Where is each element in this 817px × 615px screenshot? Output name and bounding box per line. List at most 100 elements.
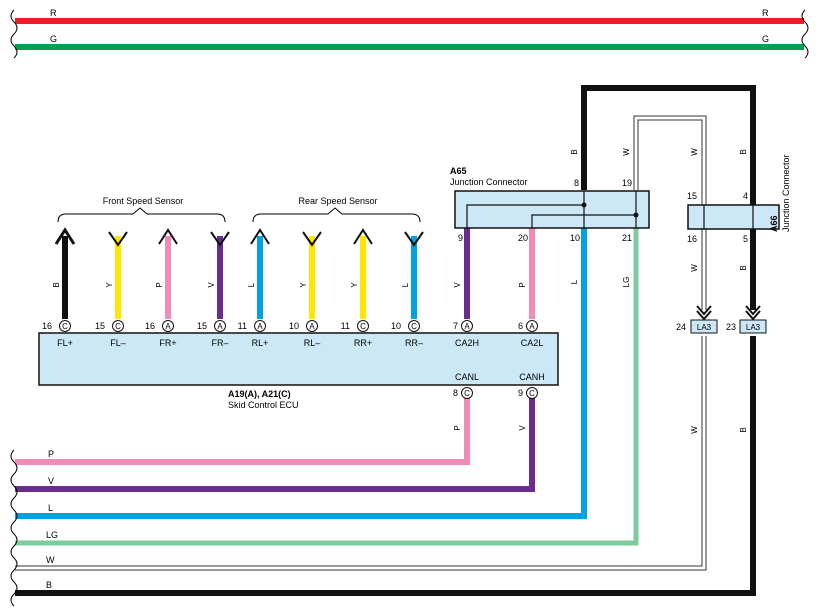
svg-text:RL–: RL– [304, 338, 321, 348]
bus-w-label: W [46, 555, 55, 565]
a65-junction-connector: A65 Junction Connector 8 19 9 20 10 21 [450, 166, 650, 243]
svg-text:RR+: RR+ [354, 338, 372, 348]
svg-text:W: W [690, 426, 699, 434]
svg-text:L: L [570, 279, 579, 284]
pin-rr-minus: 10 C RR– [391, 320, 423, 348]
sensor-wires [54, 227, 424, 319]
svg-text:RL+: RL+ [252, 338, 269, 348]
svg-text:8: 8 [453, 388, 458, 398]
top-wire-g: G G [15, 34, 804, 50]
rl-plus-arrow-icon [250, 228, 270, 245]
svg-text:C: C [62, 322, 68, 331]
svg-text:A: A [309, 322, 315, 331]
fr-minus-arrow-icon [210, 231, 230, 247]
top-wire-r: R R [15, 8, 804, 24]
svg-text:10: 10 [391, 321, 401, 331]
rear-speed-sensor-label: Rear Speed Sensor [298, 196, 377, 206]
ca2h-wire-label: V [453, 282, 462, 288]
svg-text:9: 9 [518, 388, 523, 398]
a66-junction-connector: 15 4 16 5 A66 Junction Connector [687, 154, 791, 244]
a65-name: Junction Connector [450, 177, 528, 187]
ca2l-wire-label: P [518, 282, 527, 287]
svg-text:A: A [257, 322, 263, 331]
svg-text:16: 16 [42, 321, 52, 331]
svg-text:CA2H: CA2H [455, 338, 479, 348]
pin-fr-minus: 15 A FR– [197, 320, 229, 348]
fr-minus-wire-label: V [207, 282, 216, 288]
svg-text:15: 15 [95, 321, 105, 331]
svg-text:C: C [360, 322, 366, 331]
svg-text:11: 11 [341, 321, 350, 331]
svg-text:B: B [739, 265, 748, 270]
svg-text:9: 9 [458, 233, 463, 243]
la3-w-connector-icon [696, 305, 712, 321]
svg-text:A: A [217, 322, 223, 331]
svg-text:W: W [690, 264, 699, 272]
rr-plus-arrow-icon [353, 228, 373, 245]
fr-plus-wire-label: P [155, 282, 164, 287]
w-wire [15, 336, 706, 570]
rl-minus-arrow-icon [302, 231, 322, 247]
canh-wire-label: V [518, 425, 527, 431]
la3-connectors: LA3 LA3 24 23 [676, 305, 767, 334]
fr-plus-arrow-icon [158, 228, 178, 245]
pin-fr-plus: 16 A FR+ [145, 320, 177, 348]
svg-text:A: A [464, 322, 470, 331]
front-sensor-bracket [57, 207, 226, 223]
ecu-bottom-pins: CANL CANH [455, 372, 545, 382]
svg-text:LA3: LA3 [697, 323, 712, 332]
svg-text:LG: LG [622, 277, 631, 288]
svg-text:W: W [690, 148, 699, 156]
rear-sensor-bracket [252, 207, 421, 223]
svg-text:FL–: FL– [110, 338, 126, 348]
svg-text:C: C [464, 389, 470, 398]
a65-id: A65 [450, 166, 467, 176]
pin-rr-plus: 11 C RR+ [341, 320, 372, 348]
bus-v-label: V [48, 476, 54, 486]
svg-text:20: 20 [518, 233, 528, 243]
loop-b-wire [581, 85, 756, 205]
break-mark-top-right [801, 9, 809, 59]
top-wire-g-label-right: G [762, 34, 769, 44]
break-mark-top-left [10, 9, 18, 59]
top-wire-r-label-left: R [50, 8, 57, 18]
svg-text:15: 15 [687, 191, 697, 201]
svg-text:B: B [739, 149, 748, 154]
sensor-wire-labels: B Y P V L Y Y L V P [52, 282, 527, 288]
bottom-bus-wires [15, 228, 756, 596]
canl-p-wire [15, 398, 470, 465]
svg-text:10: 10 [289, 321, 299, 331]
svg-text:C: C [529, 389, 535, 398]
svg-text:A: A [529, 322, 535, 331]
pin-rl-plus: 11 A RL+ [238, 320, 269, 348]
canl-label: CANL [455, 372, 479, 382]
ecu-name-label: Skid Control ECU [228, 400, 299, 410]
front-speed-sensor-label: Front Speed Sensor [103, 196, 184, 206]
svg-text:6: 6 [518, 321, 523, 331]
upper-loop-wires [581, 85, 756, 310]
fl-plus-arrow-icon [54, 227, 76, 245]
ecu-bottom-pin-circles: 8 C 9 C [453, 387, 538, 399]
skid-control-ecu-box [38, 332, 559, 386]
svg-text:CA2L: CA2L [521, 338, 544, 348]
a66-name: Junction Connector [781, 154, 791, 232]
svg-text:FR–: FR– [211, 338, 228, 348]
b-wire [15, 336, 756, 596]
loop-w-wire [634, 116, 706, 205]
a66-id: A66 [769, 215, 779, 232]
ecu-top-pins: 16 C FL+ 15 C FL– 16 A FR+ 15 A FR– 11 A [42, 320, 544, 348]
rr-plus-wire-label: Y [350, 282, 359, 288]
svg-text:8: 8 [574, 178, 579, 188]
rl-minus-wire-label: Y [299, 282, 308, 288]
top-wire-r-label-right: R [762, 8, 769, 18]
pin-ca2h: 7 A CA2H [453, 320, 479, 348]
l-wire [15, 228, 587, 519]
canh-v-wire [15, 398, 535, 492]
top-wire-g-label-left: G [50, 34, 57, 44]
svg-text:23: 23 [726, 322, 736, 332]
pin-ca2l: 6 A CA2L [518, 320, 544, 348]
svg-text:4: 4 [743, 191, 748, 201]
ecu-id-label: A19(A), A21(C) [228, 389, 291, 399]
la3-b-connector-icon [745, 305, 761, 321]
